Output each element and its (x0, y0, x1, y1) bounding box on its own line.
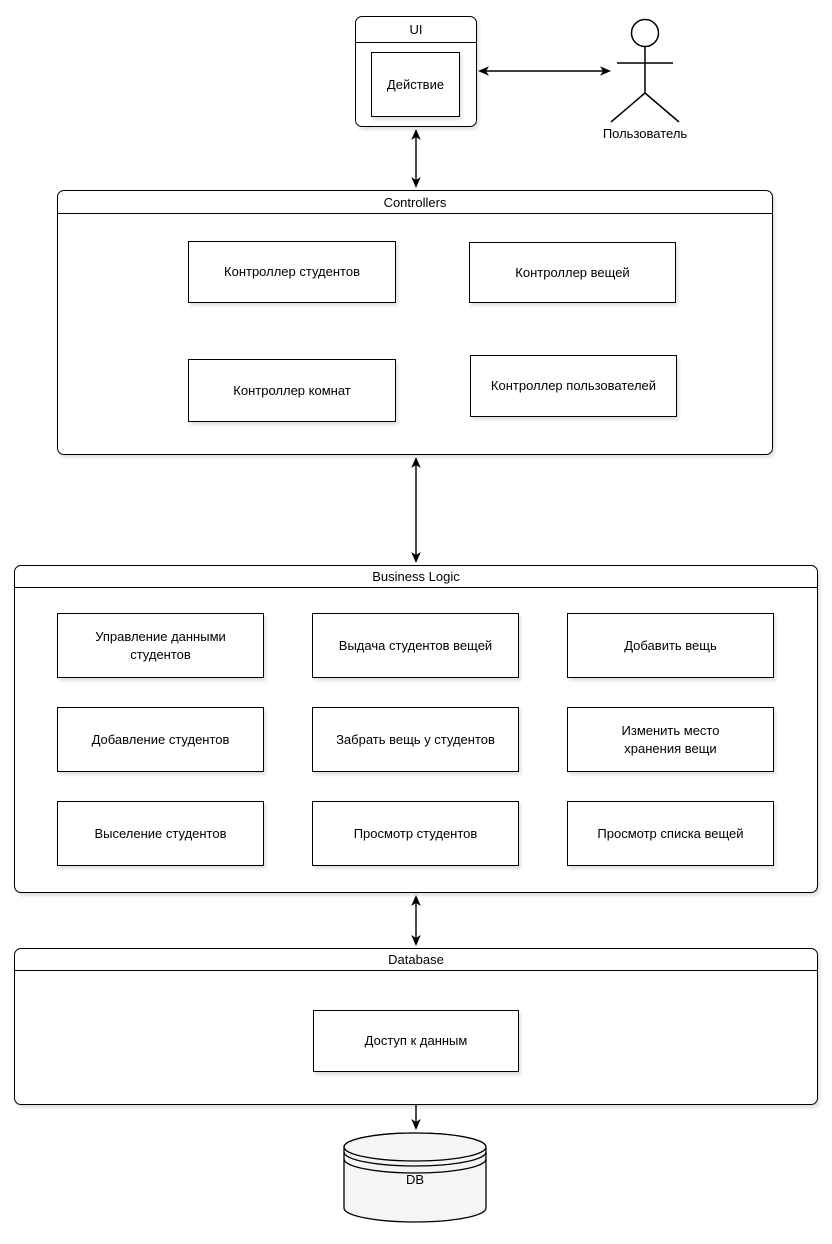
node-add-item: Добавить вещь (567, 613, 774, 678)
arrow-business-logic-database (411, 895, 421, 946)
node-manage-student-data: Управление данными студентов (57, 613, 264, 678)
database-title: Database (15, 949, 817, 971)
node-data-access: Доступ к данным (313, 1010, 519, 1072)
ui-title: UI (356, 17, 476, 43)
actor-leg-right (644, 92, 680, 123)
db-cylinder-label: DB (405, 1172, 425, 1187)
arrow-ui-actor (478, 66, 611, 76)
actor-label: Пользователь (602, 126, 688, 141)
node-view-students: Просмотр студентов (312, 801, 519, 866)
node-controller-users: Контроллер пользователей (470, 355, 677, 417)
arrow-controllers-business-logic (411, 457, 421, 563)
business-logic-title: Business Logic (15, 566, 817, 588)
node-controller-items: Контроллер вещей (469, 242, 676, 303)
node-take-item-from-students: Забрать вещь у студентов (312, 707, 519, 772)
node-controller-rooms: Контроллер комнат (188, 359, 396, 422)
action-node: Действие (371, 52, 460, 117)
arrow-ui-controllers (411, 129, 421, 188)
controllers-title: Controllers (58, 191, 772, 214)
node-view-item-list: Просмотр списка вещей (567, 801, 774, 866)
actor-leg-left (610, 92, 646, 123)
actor-head (630, 18, 660, 48)
actor-figure (610, 18, 680, 123)
node-add-students: Добавление студентов (57, 707, 264, 772)
node-issue-items-to-students: Выдача студентов вещей (312, 613, 519, 678)
node-controller-students: Контроллер студентов (188, 241, 396, 303)
node-evict-students: Выселение студентов (57, 801, 264, 866)
node-change-item-storage: Изменить место хранения вещи (567, 707, 774, 772)
